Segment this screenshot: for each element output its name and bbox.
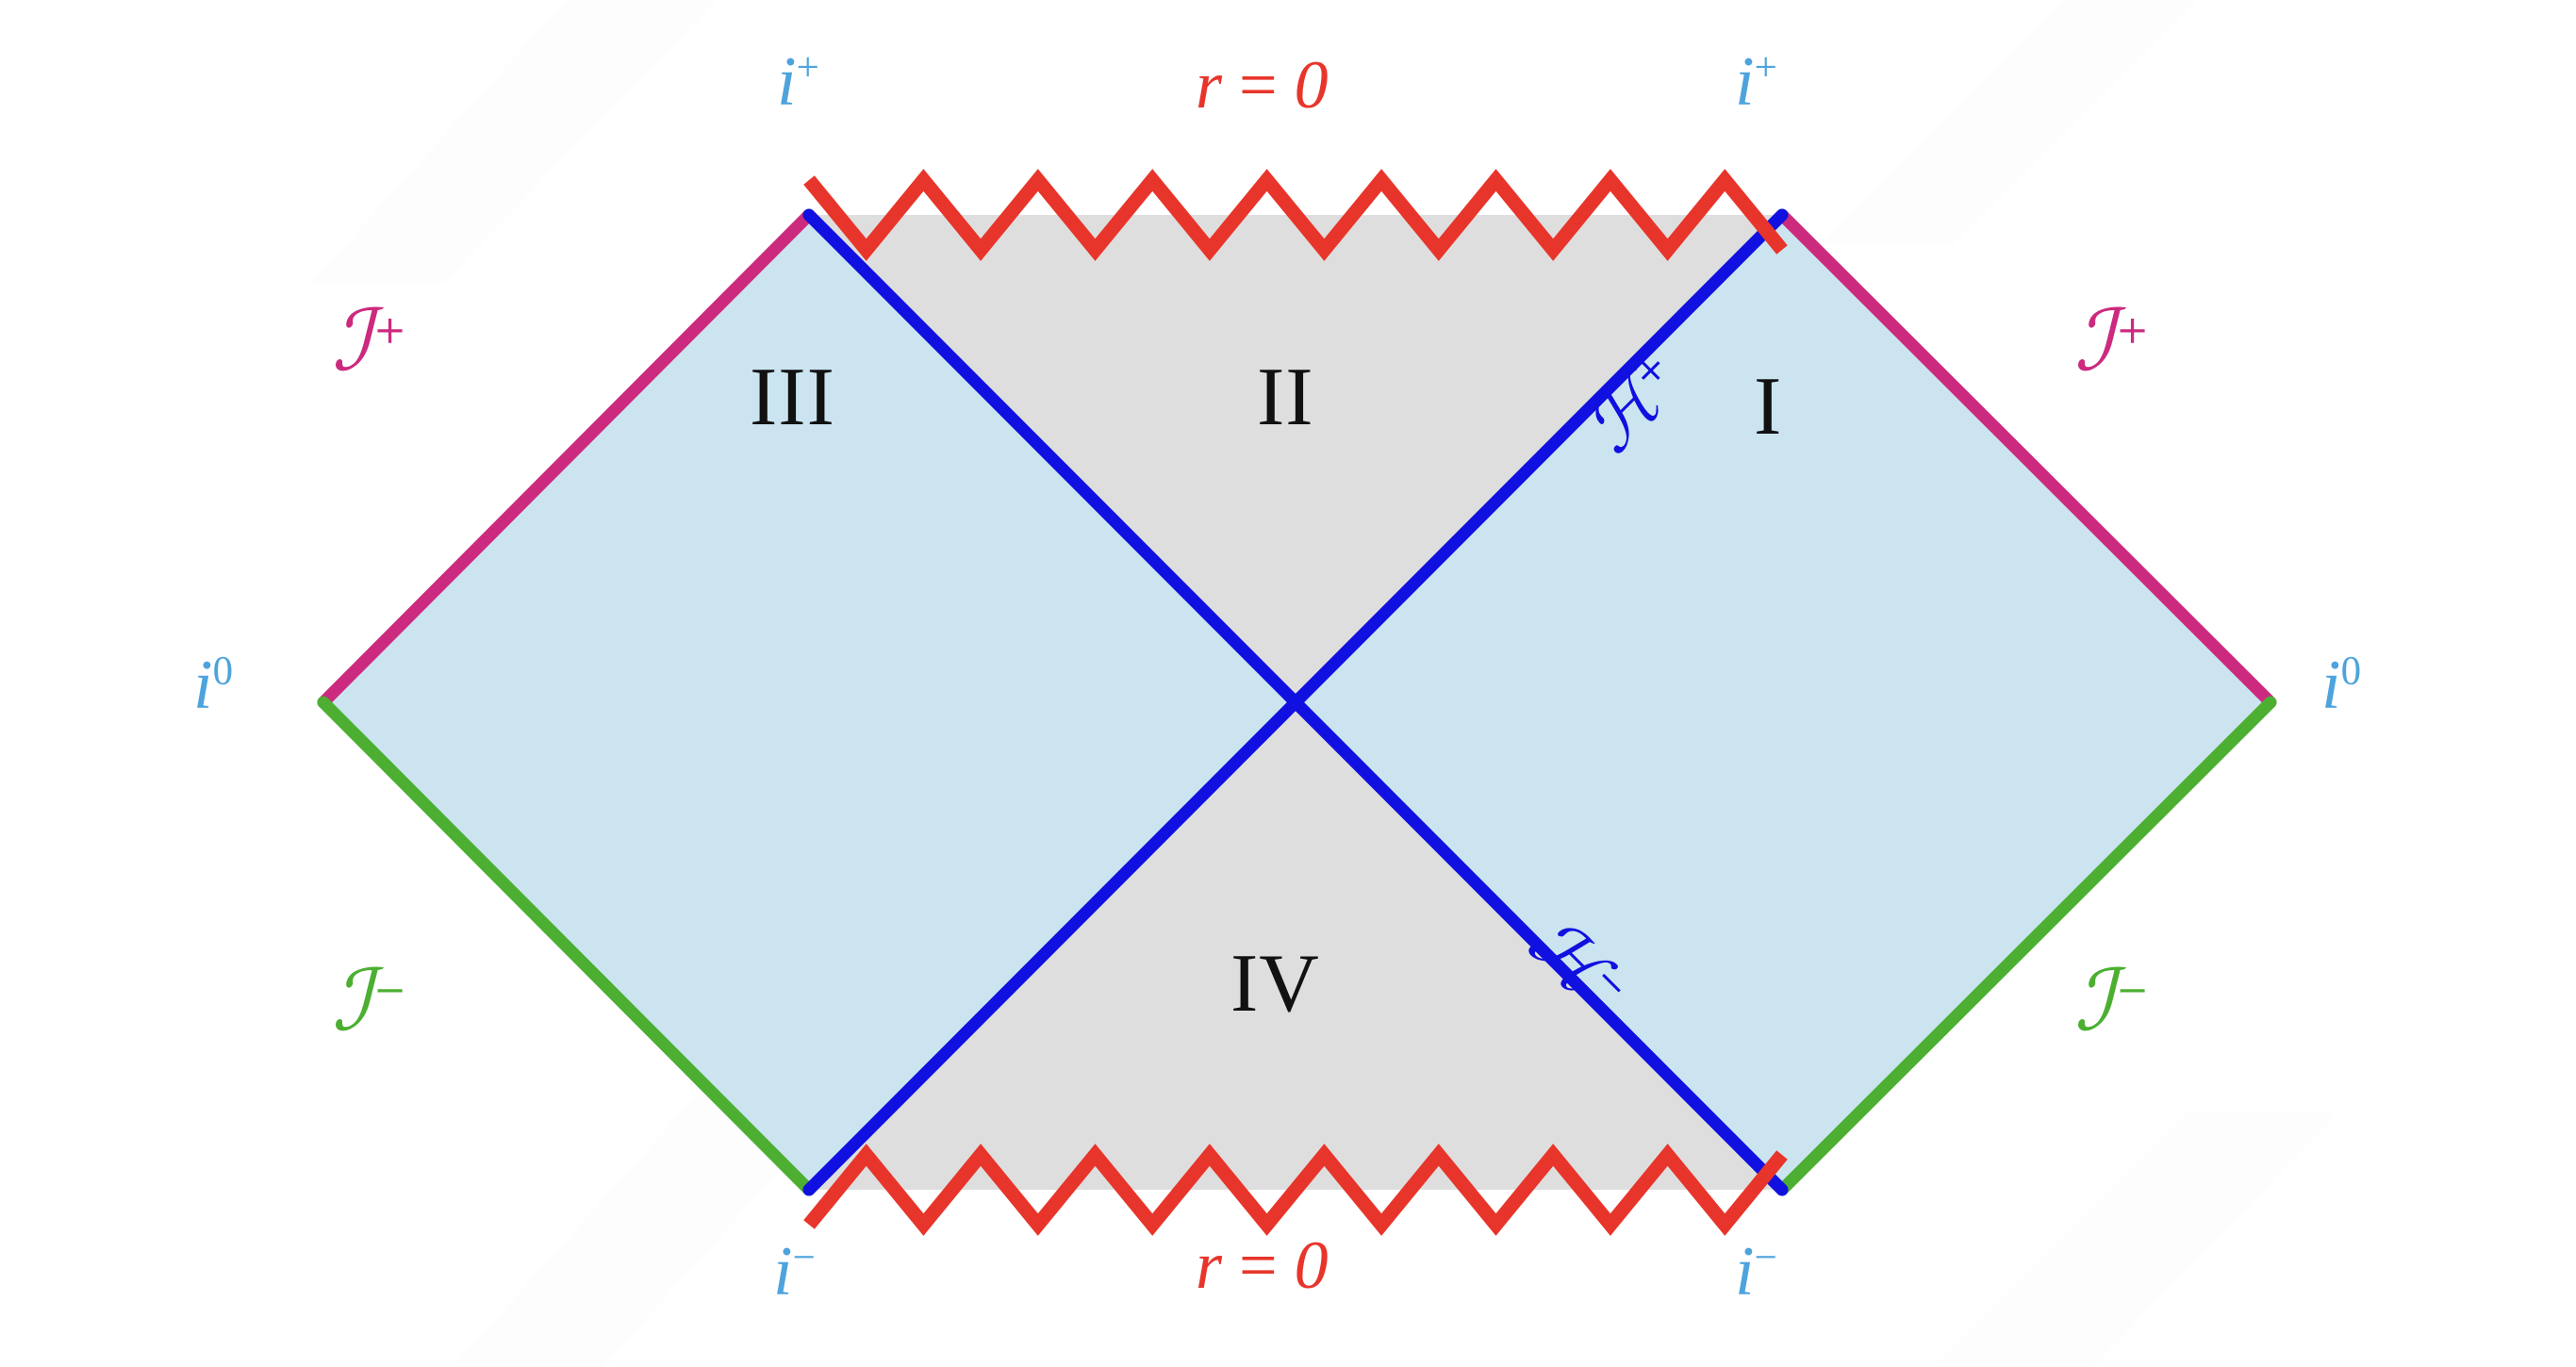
i-sign: 0 bbox=[212, 649, 234, 694]
i-minus-right-label: i− bbox=[1735, 1237, 1777, 1307]
i-zero-right-label: i0 bbox=[2321, 651, 2361, 720]
r-symbol-top: r bbox=[1196, 47, 1223, 123]
background-streaks bbox=[311, 0, 2338, 1367]
scri-glyph: ℐ bbox=[2074, 292, 2115, 390]
r-symbol-bottom: r bbox=[1196, 1227, 1223, 1303]
i-glyph: i bbox=[2321, 647, 2341, 724]
scri-minus-left-line bbox=[317, 696, 816, 1196]
region-IV-fill bbox=[809, 702, 1782, 1190]
future-horizon-line bbox=[802, 208, 1789, 1196]
scri-glyph: ℐ bbox=[332, 952, 372, 1050]
scri-sign: − bbox=[2116, 966, 2149, 1013]
r-value-bottom: 0 bbox=[1294, 1227, 1329, 1303]
i-glyph: i bbox=[1735, 1233, 1755, 1310]
scri-plus-left-line bbox=[317, 208, 816, 709]
past-singularity-label: r = 0 bbox=[1196, 1231, 1329, 1299]
i-sign: − bbox=[792, 1235, 816, 1280]
i-sign: + bbox=[1754, 45, 1777, 91]
scri-plus-left-label: ℐ+ bbox=[332, 299, 406, 385]
i-glyph: i bbox=[193, 647, 213, 724]
i-sign: − bbox=[1754, 1235, 1777, 1280]
past-singularity-zigzag bbox=[803, 1144, 1788, 1236]
region-label-III: III bbox=[750, 352, 835, 443]
scri-minus-left-label: ℐ− bbox=[332, 959, 406, 1045]
scri-glyph: ℐ bbox=[332, 292, 372, 390]
i-glyph: i bbox=[773, 1233, 793, 1310]
scri-minus-right-label: ℐ− bbox=[2074, 959, 2149, 1045]
i-sign: 0 bbox=[2340, 649, 2362, 694]
scri-plus-right-label: ℐ+ bbox=[2074, 299, 2149, 385]
region-II-fill bbox=[809, 215, 1782, 702]
i-zero-left-label: i0 bbox=[193, 651, 233, 720]
scri-glyph: ℐ bbox=[2074, 952, 2115, 1050]
i-sign: + bbox=[796, 45, 819, 91]
scri-sign: + bbox=[2116, 306, 2149, 354]
i-plus-left-label: i+ bbox=[777, 47, 819, 117]
scri-sign: + bbox=[373, 306, 406, 354]
future-singularity-label: r = 0 bbox=[1196, 51, 1329, 119]
i-minus-left-label: i− bbox=[773, 1237, 816, 1307]
scri-sign: − bbox=[373, 966, 406, 1013]
region-label-I: I bbox=[1754, 361, 1783, 453]
scri-plus-right-line bbox=[1775, 208, 2277, 709]
scri-minus-right-line bbox=[1775, 696, 2277, 1196]
equals-symbol-top: = bbox=[1239, 47, 1278, 123]
region-label-II: II bbox=[1257, 352, 1314, 443]
future-singularity-zigzag bbox=[803, 169, 1788, 261]
i-plus-right-label: i+ bbox=[1735, 47, 1777, 117]
region-label-IV: IV bbox=[1230, 938, 1320, 1029]
i-glyph: i bbox=[777, 43, 797, 121]
equals-symbol-bottom: = bbox=[1239, 1227, 1278, 1303]
r-value-top: 0 bbox=[1294, 47, 1329, 123]
i-glyph: i bbox=[1735, 43, 1755, 121]
